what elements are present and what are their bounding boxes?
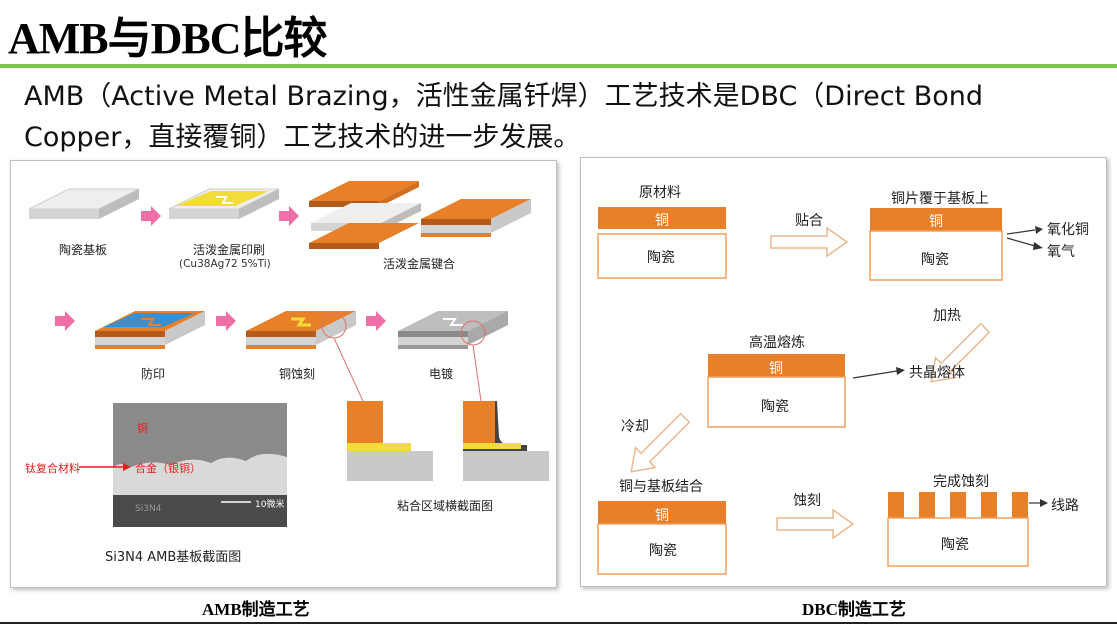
process-arrow — [366, 311, 386, 331]
label-ceramic-substrate: 陶瓷基板 — [59, 243, 108, 257]
dbc-process-panel: 原材料 铜 陶瓷 贴合 铜片覆于基板上 铜 陶瓷 氧化铜 氧气 加热 高温熔炼 … — [580, 157, 1107, 587]
block-ceramic-label: 陶瓷 — [649, 543, 677, 559]
resist-print-plate — [95, 311, 205, 349]
etched-copper-traces — [888, 492, 1028, 518]
block-copper-label: 铜 — [769, 361, 783, 377]
ceramic-layer — [869, 230, 1003, 281]
callout-line — [472, 344, 482, 402]
label-active-print: 活泼金属印刷 — [193, 243, 266, 257]
process-arrow — [216, 311, 236, 331]
block-copper-label: 铜 — [929, 214, 943, 230]
label-eutectic-melt: 共晶熔体 — [909, 365, 965, 381]
label-etch-complete: 完成蚀刻 — [933, 474, 989, 490]
label-cooling: 冷却 — [621, 419, 649, 435]
label-bonding: 贴合 — [795, 213, 823, 229]
oxide-arrow — [1006, 229, 1036, 235]
label-etching: 蚀刻 — [793, 493, 821, 509]
copper-layer — [870, 208, 1002, 231]
label-copper-etch: 铜蚀刻 — [279, 367, 316, 381]
flow-arrow — [776, 509, 854, 539]
micrograph-scale: 10微米 — [255, 500, 285, 510]
label-plating: 电镀 — [429, 367, 454, 381]
block-ceramic-label: 陶瓷 — [921, 252, 949, 268]
copper-layer — [598, 207, 726, 229]
micrograph-label-alloy: 合金（银铜） — [135, 462, 201, 475]
bond-region-caption: 粘合区域横截面图 — [397, 499, 494, 513]
label-copper-on-substrate: 铜片覆于基板上 — [891, 191, 989, 207]
ceramic-substrate-plate — [28, 188, 140, 219]
ceramic-layer — [597, 233, 727, 279]
oxygen-arrow — [1006, 237, 1036, 247]
bonded-plate — [421, 199, 531, 237]
copper-layer — [598, 501, 726, 524]
dbc-process-diagram — [597, 207, 1048, 575]
micrograph-label-ceramic: Si3N4 — [135, 504, 162, 514]
label-oxygen: 氧气 — [1047, 244, 1075, 260]
copper-layer — [708, 354, 845, 377]
block-copper-label: 铜 — [655, 213, 669, 229]
callout-line — [333, 337, 364, 402]
label-circuit: 线路 — [1051, 498, 1079, 514]
label-copper-oxide: 氧化铜 — [1047, 222, 1089, 238]
block-ceramic-label: 陶瓷 — [647, 250, 675, 266]
block-copper-label: 铜 — [655, 508, 669, 524]
label-copper-substrate-bond: 铜与基板结合 — [619, 479, 703, 495]
copper-etch-plate — [246, 311, 356, 349]
ceramic-layer — [887, 517, 1029, 567]
plating-plate — [398, 311, 508, 349]
bond-cross-section-plated — [463, 401, 549, 481]
active-bonding-stack — [309, 181, 421, 249]
process-arrow — [141, 206, 161, 226]
micrograph-caption: Si3N4 AMB基板截面图 — [105, 550, 242, 565]
label-raw-material: 原材料 — [639, 185, 681, 201]
intro-paragraph: AMB（Active Metal Brazing，活性金属钎焊）工艺技术是DBC… — [24, 81, 984, 153]
bond-cross-section-etch — [347, 401, 433, 481]
ceramic-layer — [597, 523, 727, 575]
process-arrow — [279, 206, 299, 226]
title-divider — [0, 64, 1117, 68]
label-resist-print: 防印 — [141, 367, 166, 381]
active-print-plate — [168, 188, 280, 219]
block-ceramic-label: 陶瓷 — [761, 399, 789, 415]
micrograph-label-copper: 铜 — [137, 422, 148, 435]
sem-micrograph — [79, 403, 287, 527]
process-arrow — [55, 311, 75, 331]
label-active-bonding: 活泼金属键合 — [383, 257, 456, 271]
ceramic-layer — [707, 376, 846, 428]
amb-process-panel: 陶瓷基板 活泼金属印刷 (Cu38Ag72 5%Ti) 活泼金属键合 防印 铜蚀… — [10, 160, 557, 588]
dbc-caption: DBC制造工艺 — [802, 600, 906, 619]
label-active-print-formula: (Cu38Ag72 5%Ti) — [179, 258, 271, 270]
block-ceramic-label: 陶瓷 — [941, 537, 969, 553]
slide-title: AMB与DBC比较 — [8, 14, 328, 63]
flow-arrow — [770, 227, 848, 257]
eutectic-arrow — [852, 370, 898, 379]
bottom-divider — [0, 622, 1117, 624]
label-high-temp-melting: 高温熔炼 — [749, 335, 805, 351]
micrograph-label-titanium: 钛复合材料 — [25, 462, 80, 475]
amb-caption: AMB制造工艺 — [202, 600, 310, 619]
label-heating: 加热 — [933, 308, 961, 324]
amb-process-diagram — [28, 181, 549, 527]
